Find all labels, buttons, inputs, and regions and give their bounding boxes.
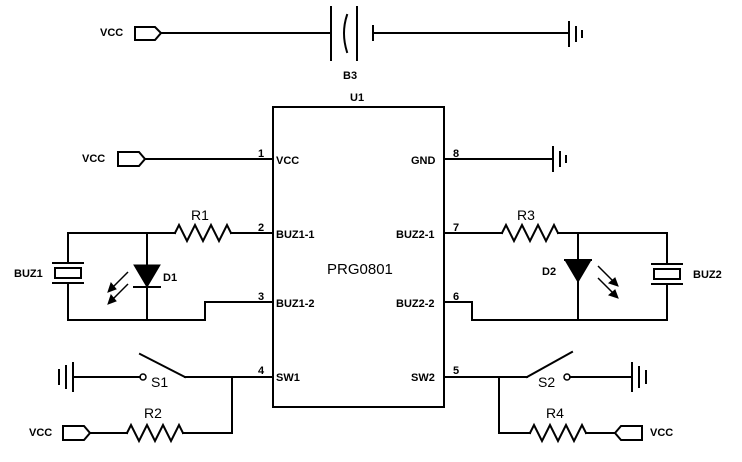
pin-num-2: 2 <box>258 222 264 234</box>
vcc-label-r2: VCC <box>29 427 52 439</box>
battery-b3: B3 <box>330 6 374 82</box>
buz2-ref: BUZ2 <box>693 269 722 281</box>
pin-name-6: BUZ2-2 <box>396 298 435 310</box>
s1-ref: S1 <box>151 374 168 390</box>
wire-pin3 <box>204 301 274 321</box>
ground-pin8 <box>552 146 567 172</box>
pin-num-3: 3 <box>258 291 264 303</box>
pin-num-6: 6 <box>453 291 459 303</box>
pin-name-1: VCC <box>276 155 299 167</box>
pin-num-4: 4 <box>258 365 265 377</box>
led-d1: D1 <box>107 264 177 305</box>
ground-s1 <box>58 362 74 392</box>
wire-pin6 <box>443 301 473 321</box>
r3-ref: R3 <box>517 207 535 223</box>
resistor-r1: R1 <box>173 207 233 244</box>
switch-s2: S2 <box>525 350 574 390</box>
buzzer-buz2: BUZ2 <box>651 263 722 285</box>
chip-ref: U1 <box>350 92 364 104</box>
pin-name-3: BUZ1-2 <box>276 298 315 310</box>
resistor-r3: R3 <box>500 207 560 244</box>
vcc-port-r2: VCC <box>29 425 92 441</box>
pin-num-7: 7 <box>453 222 459 234</box>
buzzer-buz1: BUZ1 <box>14 262 84 284</box>
vcc-label-top: VCC <box>100 27 123 39</box>
r4-ref: R4 <box>546 405 564 421</box>
chip-u1: U1 PRG0801 VCC BUZ1-1 BUZ1-2 SW1 SW2 BUZ… <box>258 92 459 408</box>
pin-name-8: GND <box>411 155 436 167</box>
pin-name-4: SW1 <box>276 372 300 384</box>
chip-part: PRG0801 <box>327 261 393 278</box>
resistor-r4: R4 <box>528 405 588 444</box>
battery-ref: B3 <box>343 70 357 82</box>
r1-ref: R1 <box>191 207 209 223</box>
vcc-label-pin1: VCC <box>82 153 105 165</box>
resistor-r2: R2 <box>125 405 185 444</box>
pin-name-2: BUZ1-1 <box>276 229 315 241</box>
r2-ref: R2 <box>144 405 162 421</box>
ground-s2 <box>631 362 647 392</box>
pin-num-5: 5 <box>453 365 459 377</box>
vcc-port-top: VCC <box>100 26 163 41</box>
vcc-label-r4: VCC <box>650 427 673 439</box>
switch-s1: S1 <box>138 352 187 390</box>
vcc-port-pin1: VCC <box>82 151 147 167</box>
pin-name-7: BUZ2-1 <box>396 229 435 241</box>
led-d2: D2 <box>542 259 619 299</box>
pin-num-1: 1 <box>258 148 264 160</box>
pin-name-5: SW2 <box>411 372 435 384</box>
vcc-port-r4: VCC <box>613 425 673 441</box>
pin-num-8: 8 <box>453 148 459 160</box>
s2-ref: S2 <box>538 374 555 390</box>
buz1-ref: BUZ1 <box>14 268 43 280</box>
d2-ref: D2 <box>542 266 556 278</box>
ground-top <box>568 21 583 47</box>
d1-ref: D1 <box>163 272 177 284</box>
